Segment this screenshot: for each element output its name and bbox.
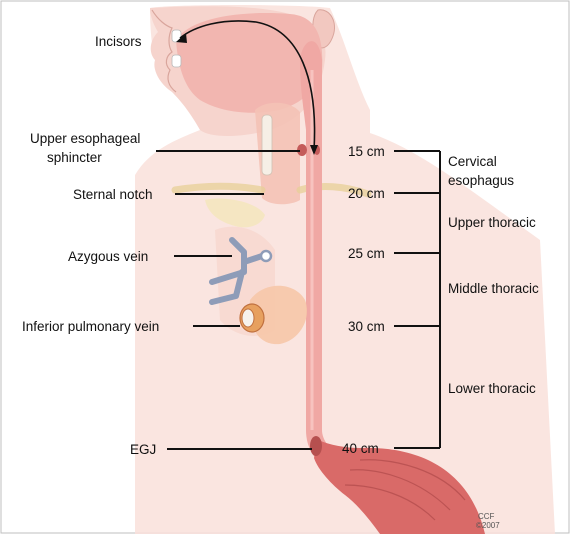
label-sternal-notch: Sternal notch	[73, 187, 153, 202]
label-ues-line1: Upper esophageal	[30, 131, 140, 146]
label-25cm: 25 cm	[348, 246, 385, 261]
label-incisors: Incisors	[95, 34, 142, 49]
label-cervical-line2: esophagus	[448, 173, 514, 188]
label-ues-line2: sphincter	[47, 150, 102, 165]
label-15cm: 15 cm	[348, 144, 385, 159]
lower-teeth	[172, 55, 181, 67]
inferior-pulmonary-vein-lumen	[242, 309, 254, 327]
trachea-rings	[262, 115, 272, 175]
label-30cm: 30 cm	[348, 319, 385, 334]
label-cervical-line1: Cervical	[448, 154, 497, 169]
egj-ring	[310, 436, 322, 456]
label-40cm: 40 cm	[342, 441, 379, 456]
azygous-vein-end	[261, 251, 271, 261]
label-egj: EGJ	[130, 442, 156, 457]
label-inferior-pulmonary-vein: Inferior pulmonary vein	[22, 319, 159, 334]
credit-year: ©2007	[476, 521, 500, 530]
label-middle-thoracic: Middle thoracic	[448, 281, 539, 296]
label-upper-thoracic: Upper thoracic	[448, 215, 536, 230]
label-lower-thoracic: Lower thoracic	[448, 381, 536, 396]
label-azygous-vein: Azygous vein	[68, 249, 148, 264]
credit-ccf: CCF	[478, 512, 495, 521]
label-20cm: 20 cm	[348, 186, 385, 201]
